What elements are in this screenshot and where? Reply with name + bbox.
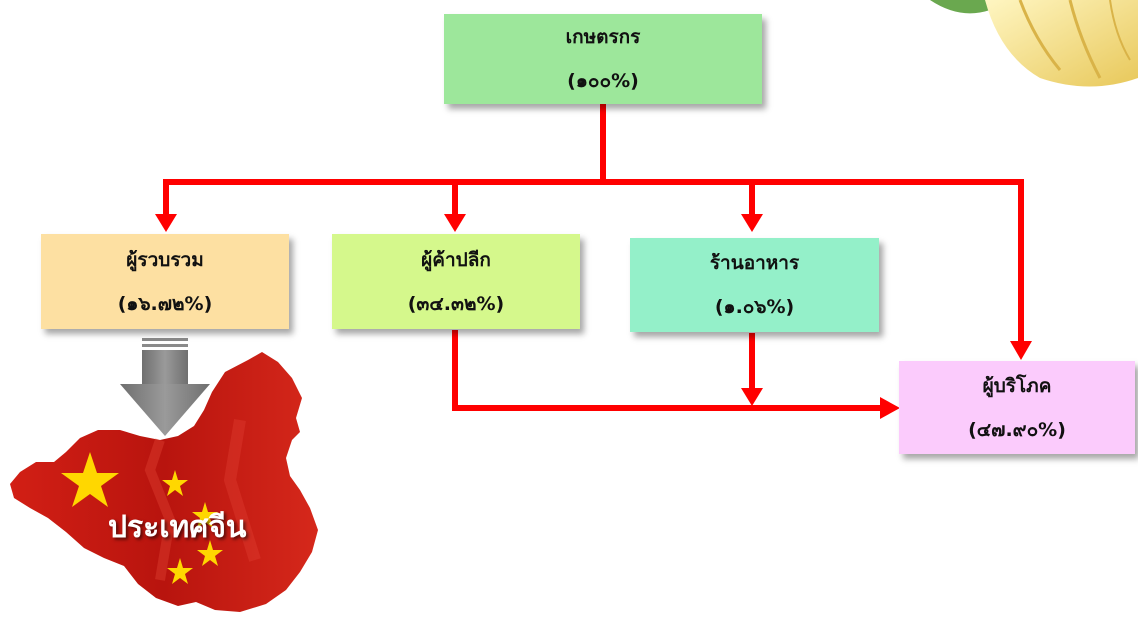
red-arrow-heads (155, 214, 1032, 419)
collector-label: ผู้รวบรวม (126, 248, 204, 271)
farmer-node: เกษตรกร (๑๐๐%) (444, 14, 762, 104)
retailer-label: ผู้ค้าปลีก (421, 248, 491, 271)
restaurant-label: ร้านอาหาร (709, 252, 800, 274)
china-map-icon (10, 352, 318, 612)
export-arrow-icon (120, 338, 210, 436)
collector-percentage: (๑๖.๗๒%) (117, 292, 213, 315)
restaurant-node: ร้านอาหาร (๑.๐๖%) (630, 238, 879, 332)
retailer-node: ผู้ค้าปลีก (๓๔.๓๒%) (332, 234, 580, 329)
retailer-percentage: (๓๔.๓๒%) (407, 292, 505, 315)
red-flow-lines (163, 104, 1024, 411)
consumer-label: ผู้บริโภค (982, 374, 1052, 397)
restaurant-percentage: (๑.๐๖%) (714, 296, 795, 318)
farmer-label: เกษตรกร (565, 26, 641, 48)
pomelo-fruit-icon (930, 0, 1138, 87)
china-label: ประเทศจีน (108, 510, 247, 545)
consumer-percentage: (๔๗.๙๐%) (968, 418, 1066, 441)
collector-node: ผู้รวบรวม (๑๖.๗๒%) (41, 234, 289, 329)
consumer-node: ผู้บริโภค (๔๗.๙๐%) (899, 361, 1135, 454)
farmer-percentage: (๑๐๐%) (567, 70, 639, 92)
